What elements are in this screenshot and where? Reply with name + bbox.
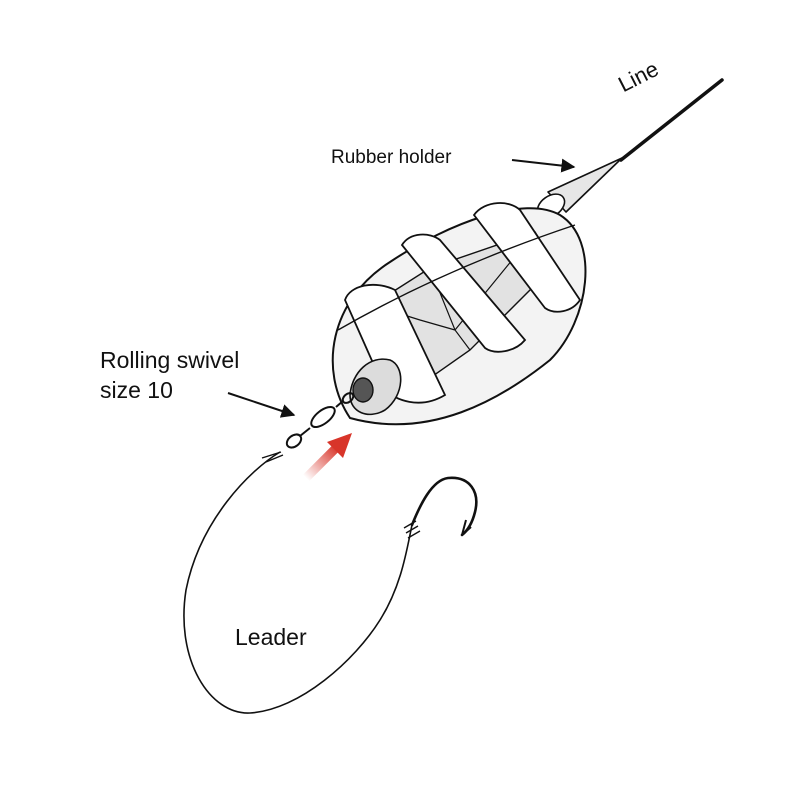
feeder-cage	[331, 202, 587, 426]
label-leader: Leader	[235, 624, 307, 650]
feeder-rib-middle	[400, 233, 527, 353]
rubber-holder-arrow	[511, 158, 576, 173]
label-rolling-swivel-line2: size 10	[100, 377, 173, 403]
leader-knot	[261, 451, 284, 463]
hook-shank	[410, 476, 478, 537]
swivel-link	[299, 400, 344, 437]
feeder-band	[337, 224, 576, 331]
swivel-barrel	[310, 405, 336, 429]
label-rolling-swivel: Rolling swivel size 10	[100, 345, 239, 405]
leader-line	[183, 451, 413, 714]
hook	[403, 476, 478, 539]
label-rubber-holder: Rubber holder	[331, 147, 452, 168]
hook-barb	[461, 519, 472, 536]
feeder-nose-hole	[352, 377, 374, 403]
hook-whipping	[403, 520, 421, 539]
label-rolling-swivel-line1: Rolling swivel	[100, 347, 240, 373]
insert-direction-arrow	[302, 433, 352, 482]
swivel-callout-arrow	[227, 392, 296, 418]
rolling-swivel	[285, 392, 355, 449]
feeder-rib-back	[472, 202, 582, 313]
main-line	[619, 78, 724, 162]
